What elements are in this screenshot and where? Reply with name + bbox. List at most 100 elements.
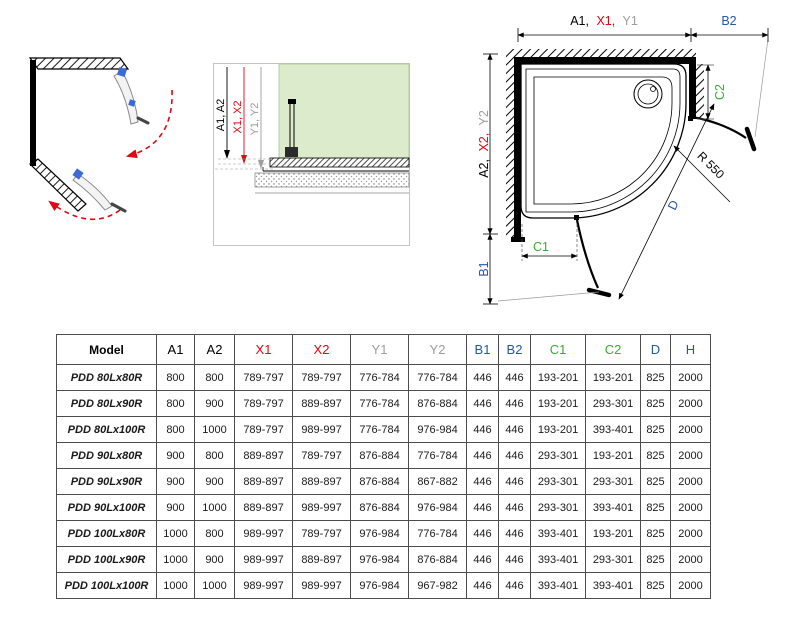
dim-label-top: A1, X1, Y1 — [570, 14, 638, 28]
value-cell: 976-984 — [350, 520, 409, 547]
value-cell: 967-982 — [408, 572, 467, 599]
section-dim-label-x: X1, X2 — [232, 100, 244, 133]
value-cell: 789-797 — [234, 364, 293, 391]
dim-label-c2: C2 — [713, 84, 727, 100]
value-cell: 446 — [498, 364, 531, 391]
value-cell: 446 — [466, 390, 499, 417]
value-cell: 776-784 — [350, 364, 409, 391]
col-header-y2: Y2 — [408, 334, 467, 365]
value-cell: 976-984 — [350, 572, 409, 599]
value-cell: 776-784 — [408, 364, 467, 391]
col-header-d: D — [640, 334, 671, 365]
model-cell: PDD 90Lx80R — [56, 442, 157, 469]
wall-stub-right — [689, 64, 696, 119]
value-cell: 900 — [156, 442, 195, 469]
value-cell: 2000 — [670, 468, 711, 495]
model-cell: PDD 90Lx100R — [56, 494, 157, 521]
value-cell: 446 — [498, 572, 531, 599]
value-cell: 2000 — [670, 364, 711, 391]
value-cell: 825 — [640, 442, 671, 469]
value-cell: 900 — [156, 468, 195, 495]
value-cell: 776-784 — [350, 416, 409, 443]
value-cell: 800 — [194, 364, 235, 391]
value-cell: 293-301 — [585, 390, 641, 417]
value-cell: 2000 — [670, 416, 711, 443]
value-cell: 776-784 — [408, 442, 467, 469]
door-panel-upper — [113, 70, 139, 125]
pivot-bottom — [574, 215, 579, 220]
corner-post — [30, 60, 36, 166]
value-cell: 789-797 — [292, 442, 351, 469]
dim-label-d: D — [665, 198, 682, 212]
col-header-a2: A2 — [194, 334, 235, 365]
value-cell: 776-784 — [350, 390, 409, 417]
isometric-sketch-diagram — [28, 57, 173, 221]
arrow-x-icon — [241, 155, 247, 164]
shower-tray — [520, 63, 687, 219]
value-cell: 1000 — [156, 520, 195, 547]
walls — [506, 49, 704, 242]
model-cell: PDD 80Lx80R — [56, 364, 157, 391]
value-cell: 193-201 — [530, 390, 586, 417]
wall-left — [514, 57, 521, 237]
value-cell: 889-897 — [234, 494, 293, 521]
wall-left-foot — [511, 237, 525, 242]
value-cell: 393-401 — [530, 520, 586, 547]
value-cell: 800 — [194, 442, 235, 469]
value-cell: 2000 — [670, 494, 711, 521]
value-cell: 876-884 — [408, 390, 467, 417]
value-cell: 976-984 — [408, 416, 467, 443]
value-cell: 989-997 — [234, 520, 293, 547]
value-cell: 889-897 — [234, 468, 293, 495]
value-cell: 1000 — [194, 572, 235, 599]
value-cell: 900 — [194, 390, 235, 417]
door-right — [691, 115, 747, 139]
value-cell: 393-401 — [585, 494, 641, 521]
col-header-h: H — [670, 334, 711, 365]
value-cell: 193-201 — [585, 442, 641, 469]
value-cell: 446 — [498, 546, 531, 573]
value-cell: 825 — [640, 520, 671, 547]
value-cell: 825 — [640, 390, 671, 417]
col-header-y1: Y1 — [350, 334, 409, 365]
model-cell: PDD 90Lx90R — [56, 468, 157, 495]
arrow-y-icon — [258, 160, 264, 169]
door-swing-arrow-upper — [125, 89, 173, 159]
value-cell: 446 — [466, 442, 499, 469]
col-header-b1: B1 — [466, 334, 499, 365]
wall-stub-hatch — [696, 64, 704, 119]
value-cell: 876-884 — [408, 546, 467, 573]
model-cell: PDD 80Lx100R — [56, 416, 157, 443]
value-cell: 989-997 — [292, 416, 351, 443]
dim-label-r550: R 550 — [695, 149, 728, 182]
value-cell: 900 — [194, 468, 235, 495]
value-cell: 293-301 — [585, 546, 641, 573]
value-cell: 776-784 — [408, 520, 467, 547]
tray-section — [254, 157, 410, 194]
dim-label-b2: B2 — [721, 14, 736, 28]
dim-label-c1: C1 — [533, 240, 549, 254]
value-cell: 393-401 — [530, 572, 586, 599]
value-cell: 293-301 — [530, 494, 586, 521]
value-cell: 193-201 — [530, 364, 586, 391]
value-cell: 193-201 — [585, 520, 641, 547]
col-header-b2: B2 — [498, 334, 531, 365]
value-cell: 193-201 — [585, 364, 641, 391]
value-cell: 2000 — [670, 442, 711, 469]
col-header-c1: C1 — [530, 334, 586, 365]
value-cell: 789-797 — [234, 416, 293, 443]
value-cell: 876-884 — [350, 494, 409, 521]
section-dim-label-a: A1, A2 — [215, 99, 227, 131]
value-cell: 446 — [498, 442, 531, 469]
top-rail — [28, 57, 130, 70]
door-right-handle-icon — [744, 126, 757, 152]
value-cell: 900 — [156, 494, 195, 521]
wall-hatch-top — [514, 49, 696, 57]
value-cell: 789-797 — [234, 390, 293, 417]
